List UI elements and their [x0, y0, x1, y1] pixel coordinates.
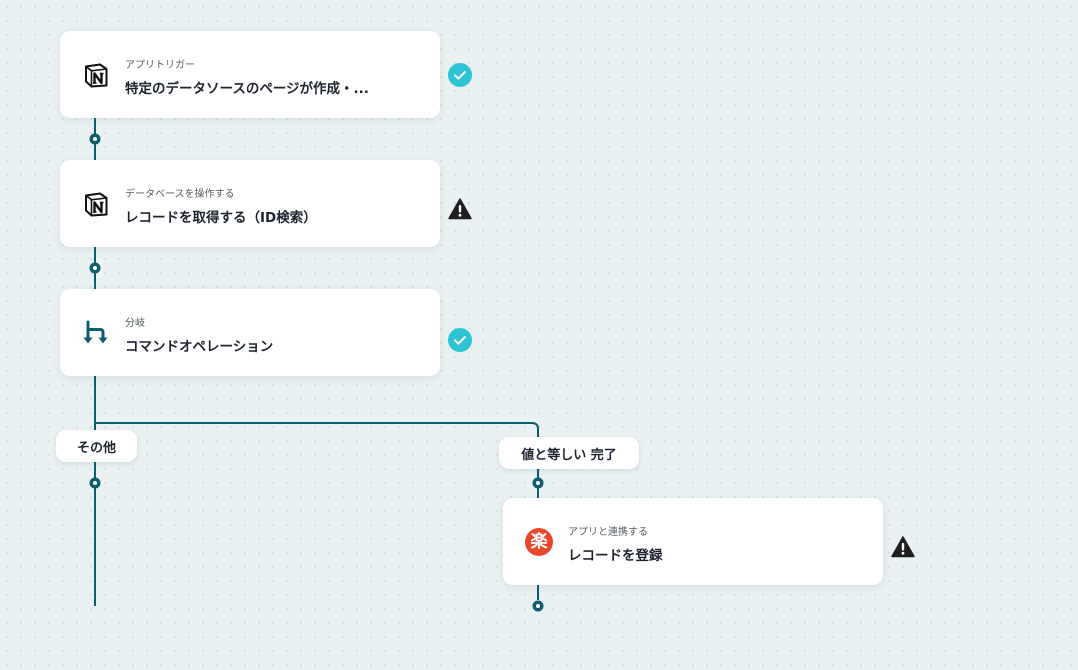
branch-icon — [83, 320, 108, 344]
add-step-connector[interactable] — [531, 599, 545, 613]
warning-icon — [891, 536, 915, 558]
warning-icon — [448, 198, 472, 220]
notion-icon — [85, 192, 108, 217]
step-subtitle: 分岐 — [125, 318, 145, 329]
step-title: レコードを取得する（ID検索） — [125, 210, 317, 226]
step-title: レコードを登録 — [568, 548, 663, 564]
step-subtitle: アプリと連携する — [568, 527, 648, 538]
add-step-connector[interactable] — [531, 476, 545, 490]
step-title: コマンドオペレーション — [125, 339, 274, 355]
rakuten-glyph: 楽 — [530, 531, 548, 552]
step-subtitle: アプリトリガー — [125, 60, 195, 71]
step-card-register-record[interactable]: 楽 アプリと連携する レコードを登録 — [503, 498, 883, 585]
rakuten-icon: 楽 — [525, 528, 553, 556]
step-card-get-record[interactable]: データベースを操作する レコードを取得する（ID検索） — [60, 160, 440, 247]
step-card-branch[interactable]: 分岐 コマンドオペレーション — [60, 289, 440, 376]
step-subtitle: データベースを操作する — [125, 189, 235, 200]
add-step-connector[interactable] — [88, 261, 102, 275]
branch-label-equals-complete[interactable]: 値と等しい 完了 — [499, 437, 639, 469]
step-title: 特定のデータソースのページが作成・... — [125, 81, 369, 97]
check-circle-icon — [448, 328, 472, 352]
step-card-trigger[interactable]: アプリトリガー 特定のデータソースのページが作成・... — [60, 31, 440, 118]
check-circle-icon — [448, 63, 472, 87]
add-step-connector[interactable] — [88, 132, 102, 146]
add-step-connector[interactable] — [88, 476, 102, 490]
notion-icon — [85, 63, 108, 88]
branch-label-other[interactable]: その他 — [56, 430, 137, 462]
